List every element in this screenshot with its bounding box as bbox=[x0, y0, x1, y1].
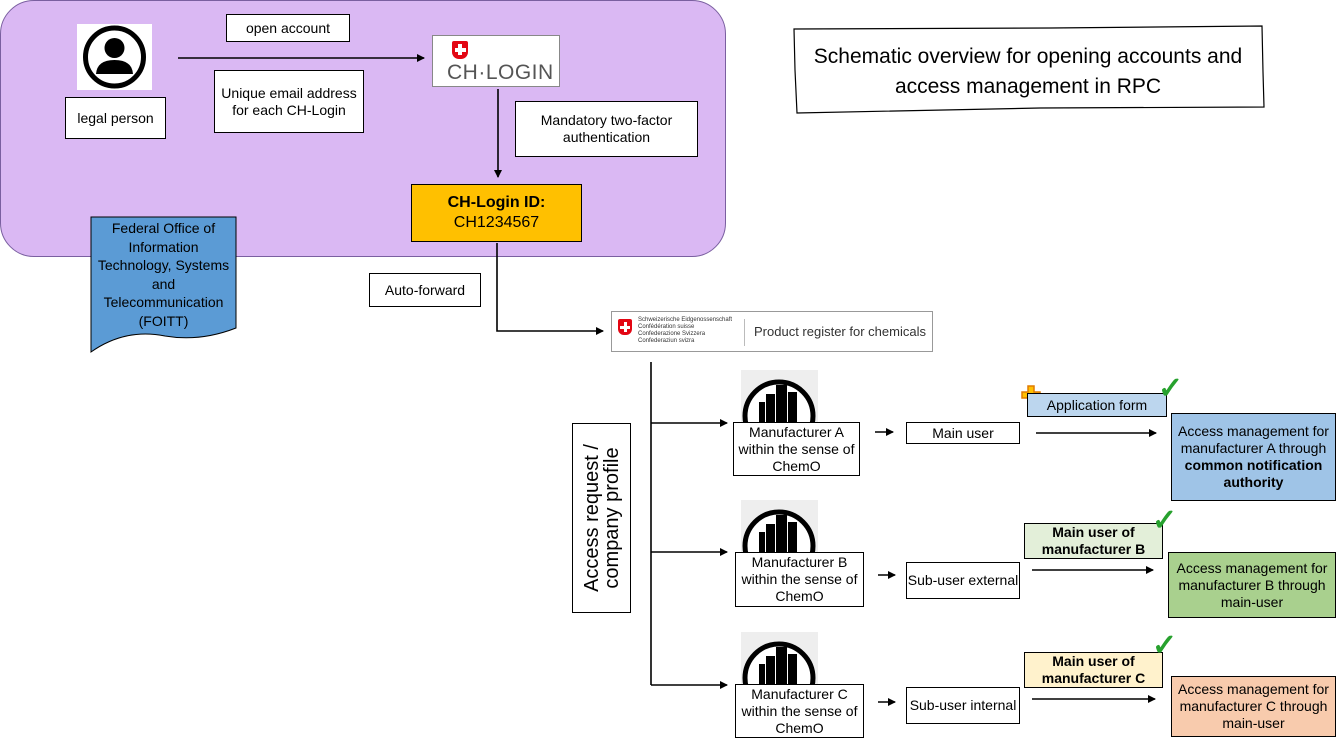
access-management-c: Access management for manufacturer C thr… bbox=[1171, 676, 1336, 737]
access-request-box bbox=[572, 423, 631, 613]
diagram-title: Schematic overview for opening accounts … bbox=[813, 45, 1243, 98]
unique-email-note: Unique email address for each CH-Login bbox=[214, 70, 364, 133]
manufacturer-b-box: Manufacturer B within the sense of ChemO bbox=[735, 552, 864, 607]
main-user-b-badge: Main user of manufacturer B bbox=[1024, 523, 1163, 559]
ch-login-id-value: CH1234567 bbox=[453, 214, 540, 231]
ch-login-id-label: CH-Login ID: bbox=[447, 194, 546, 211]
checkmark-icon: ✓ bbox=[1152, 504, 1178, 537]
person-icon bbox=[77, 24, 152, 90]
building-icon bbox=[741, 500, 818, 555]
auto-forward-label: Auto-forward bbox=[369, 273, 481, 307]
manufacturer-a-box: Manufacturer A within the sense of ChemO bbox=[733, 422, 860, 476]
checkmark-icon: ✓ bbox=[1158, 372, 1184, 405]
checkmark-icon: ✓ bbox=[1152, 629, 1178, 662]
rpc-lang-lines: Schweizerische Eidgenossenschaft Confédé… bbox=[638, 317, 733, 344]
two-factor-note: Mandatory two-factor authentication bbox=[515, 101, 698, 157]
swiss-cross-icon bbox=[452, 41, 468, 59]
rpc-product-title: Product register for chemicals bbox=[754, 324, 926, 339]
main-user-box: Main user bbox=[906, 422, 1020, 444]
ch-login-logo-text: CH·LOGIN bbox=[447, 61, 554, 84]
sub-user-internal-box: Sub-user internal bbox=[906, 687, 1020, 724]
building-icon bbox=[741, 632, 818, 687]
swiss-cross-icon bbox=[618, 319, 632, 335]
manufacturer-c-box: Manufacturer C within the sense of ChemO bbox=[735, 684, 864, 738]
access-management-a: Access management for manufacturer A thr… bbox=[1171, 413, 1336, 501]
legal-person-label: legal person bbox=[65, 97, 166, 139]
application-form-badge: Application form bbox=[1027, 393, 1167, 417]
ch-login-id-box: CH-Login ID: CH1234567 bbox=[411, 184, 582, 242]
rpc-header: Schweizerische Eidgenossenschaft Confédé… bbox=[611, 311, 933, 352]
open-account-label: open account bbox=[226, 14, 350, 42]
building-icon bbox=[741, 370, 818, 425]
foitt-label: Federal Office of Information Technology… bbox=[97, 220, 230, 329]
access-management-b: Access management for manufacturer B thr… bbox=[1168, 552, 1336, 618]
sub-user-external-box: Sub-user external bbox=[906, 562, 1020, 599]
main-user-c-badge: Main user of manufacturer C bbox=[1024, 652, 1163, 688]
ch-login-logo: CH·LOGIN bbox=[432, 35, 560, 87]
